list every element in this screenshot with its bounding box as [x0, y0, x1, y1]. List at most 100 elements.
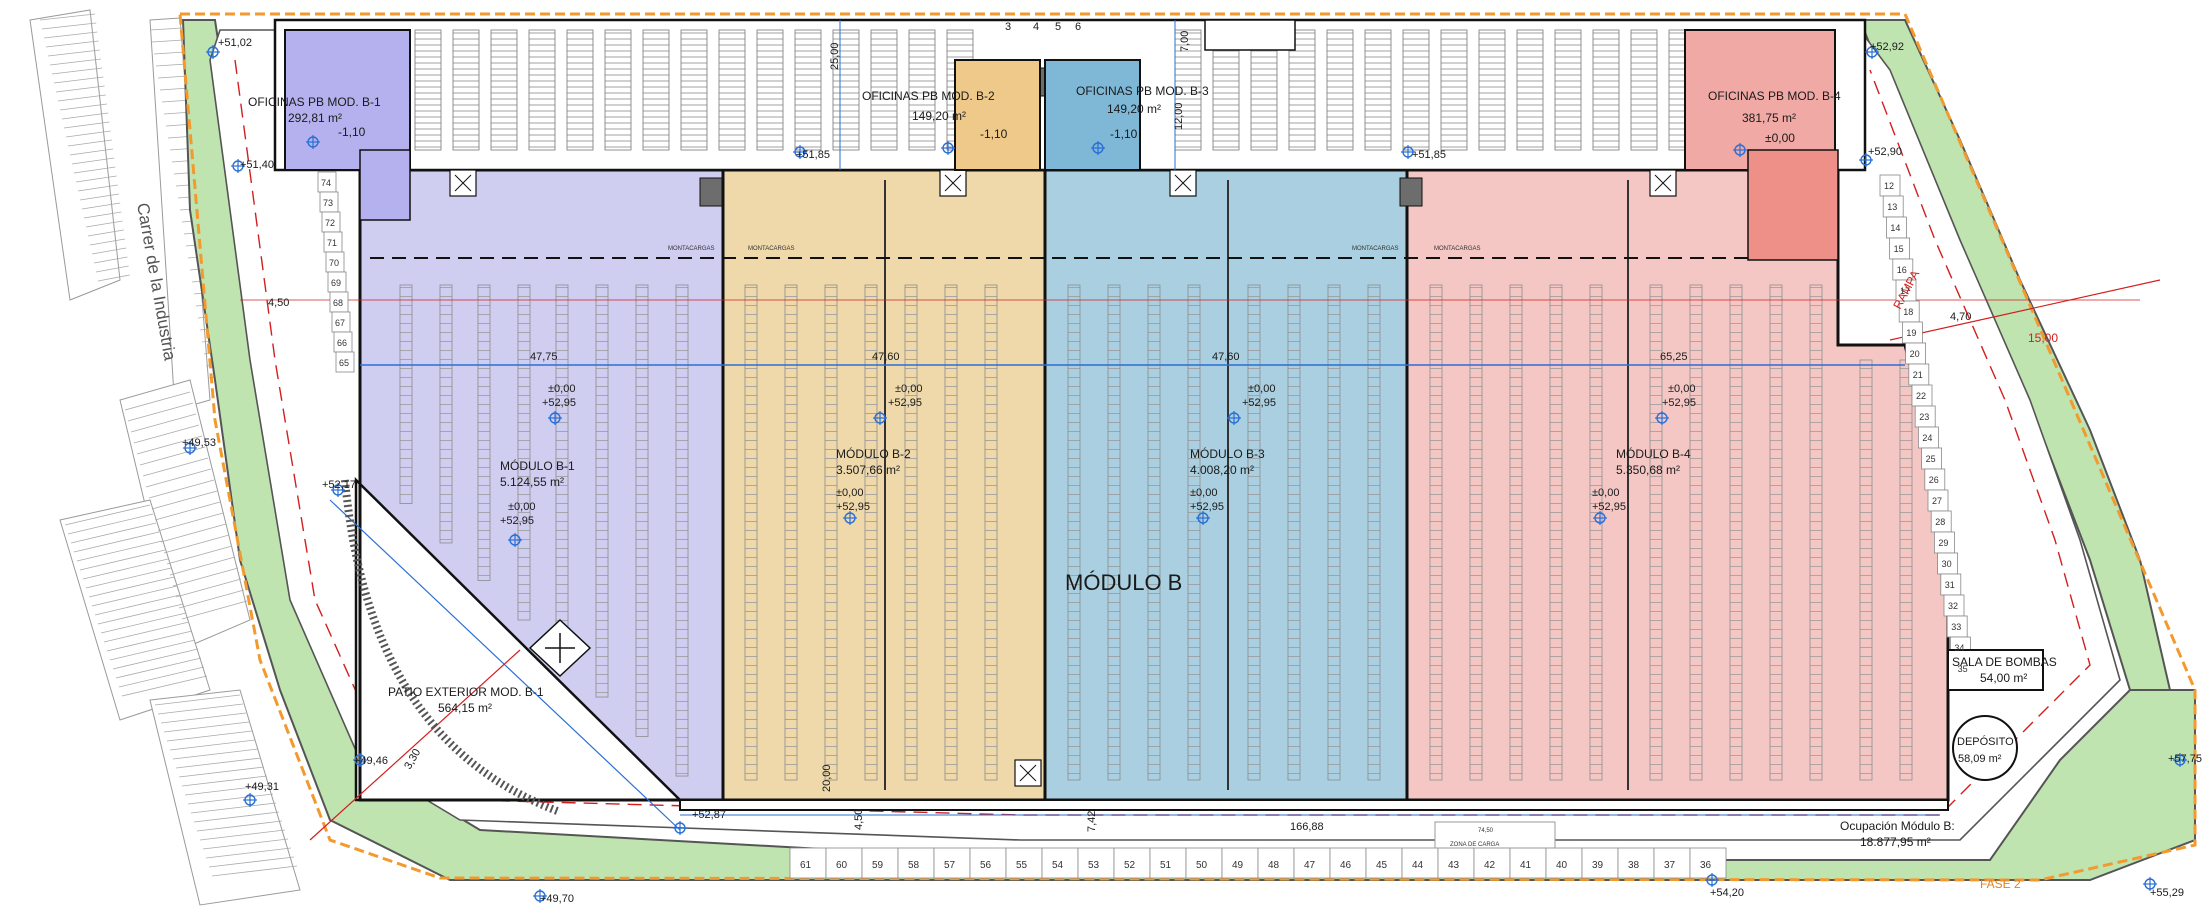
parking-bay-number: 69	[331, 278, 341, 288]
parking-bay-number: 51	[1160, 860, 1172, 871]
parking-bay-number: 35	[1958, 664, 1968, 674]
dim-2500: 25,00	[829, 42, 841, 70]
office-b3-area: 149,20 m²	[1107, 102, 1161, 116]
rack-column	[1469, 284, 1483, 781]
street-parking-line	[148, 479, 215, 499]
dock-leveler-cross	[454, 174, 472, 192]
dock-door	[1440, 29, 1468, 151]
street-parking-line	[112, 648, 199, 670]
street-parking-line	[77, 184, 118, 192]
dock-number-4: 4	[1033, 21, 1039, 33]
street-parking-line	[73, 166, 116, 174]
parking-bay-number: 55	[1016, 860, 1028, 871]
office-b2-level: -1,10	[980, 127, 1008, 141]
street-parking-line	[65, 130, 111, 138]
parking-bay	[969, 847, 1007, 879]
dock-leveler	[1014, 759, 1042, 787]
parking-bay-number: 21	[1913, 370, 1923, 380]
dock-door	[566, 29, 594, 151]
parking-bay-number: 26	[1929, 475, 1939, 485]
dock-door	[1630, 29, 1658, 151]
rack-column	[439, 284, 453, 544]
dim-w3: 47,60	[1212, 351, 1240, 363]
dock-row	[273, 18, 1867, 787]
street-parking-line	[169, 556, 236, 576]
street-parking-line	[153, 51, 186, 55]
rack-column	[824, 284, 838, 781]
street-parking-line	[89, 238, 126, 246]
dim-2000: 20,00	[821, 764, 833, 792]
parking-bay	[1437, 847, 1475, 879]
building	[354, 168, 1950, 811]
dim-742: 7,42	[1086, 811, 1098, 832]
b4-level-b: +52,95	[1662, 397, 1696, 409]
rack-column	[675, 284, 689, 777]
street-parking-line	[91, 585, 178, 607]
dock-door	[490, 29, 518, 151]
street-parking-line	[43, 31, 98, 39]
street-parking-line	[193, 811, 280, 823]
parking-bay-number: 74	[321, 178, 331, 188]
street-parking-line	[61, 112, 109, 120]
rack-column	[1729, 284, 1743, 781]
office-b2-zone	[954, 59, 1041, 171]
rack-column	[864, 284, 878, 781]
rack-column	[1899, 359, 1913, 781]
street-parking-line	[190, 802, 277, 814]
parking-bay-number: 17	[1900, 286, 1910, 296]
parking-left	[317, 171, 355, 373]
rack-column	[1509, 284, 1523, 781]
construction-lines	[240, 20, 2161, 841]
phase-label: FASE 2	[1980, 877, 2021, 891]
b3-level-c: ±0,00	[1190, 487, 1217, 499]
level-4970: +49,70	[540, 893, 574, 905]
module-b1-name: MÓDULO B-1	[500, 458, 575, 473]
dock-number-3: 3	[1005, 21, 1011, 33]
parking-bay-number: 57	[944, 860, 956, 871]
street-parking-line	[93, 256, 128, 264]
street-parking-line	[88, 576, 175, 598]
street-parking-line	[115, 657, 202, 679]
parking-bay-number: 73	[323, 198, 333, 208]
parking-bay	[1617, 847, 1655, 879]
street-parking-line	[151, 39, 184, 43]
rack-column	[1429, 284, 1443, 781]
b2-level-a: ±0,00	[895, 383, 922, 395]
street-parking-line	[69, 148, 114, 156]
dim-w4: 65,25	[1660, 351, 1688, 363]
parking-bay-number: 68	[333, 298, 343, 308]
street-parking-line	[51, 67, 103, 75]
module-b3-zone	[1045, 170, 1407, 800]
parking-bay-number: 52	[1124, 860, 1136, 871]
street-parking-line	[154, 694, 241, 706]
office-b4-area: 381,75 m²	[1742, 111, 1796, 125]
street-parking-line	[39, 13, 96, 21]
dock-door	[1402, 29, 1430, 151]
parking-bay-number: 53	[1088, 860, 1100, 871]
rack-column	[1769, 284, 1783, 781]
dock-leveler-cross	[1019, 764, 1037, 782]
street-parking-line	[172, 748, 259, 760]
rack-column	[1809, 284, 1823, 781]
street-parking-line	[149, 27, 183, 31]
rack-column	[1859, 359, 1873, 781]
parking-bay-number: 59	[872, 860, 884, 871]
parking-bay-number: 72	[325, 218, 335, 228]
parking-bay-number: 29	[1938, 538, 1948, 548]
parking-bay-number: 45	[1376, 860, 1388, 871]
parking-bay-number: 19	[1906, 328, 1916, 338]
level-5140: +51,40	[240, 159, 274, 171]
deposit-name: DEPÓSITO	[1957, 735, 2014, 748]
level-5217: +52,17	[322, 479, 356, 491]
level-5287: +52,87	[692, 809, 726, 821]
street-parking-line	[106, 630, 193, 652]
dock-number-6: 6	[1075, 21, 1081, 33]
rack-column	[477, 284, 491, 581]
patio-name: PATIO EXTERIOR MOD. B-1	[388, 685, 544, 699]
rack-column	[1147, 284, 1161, 781]
site-boundary	[178, 12, 2197, 882]
occupation-area: 18.877,95 m²	[1860, 835, 1931, 849]
labels: OFICINAS PB MOD. B-1 292,81 m² -1,10 OFI…	[182, 21, 2202, 905]
stair-core	[699, 177, 723, 207]
